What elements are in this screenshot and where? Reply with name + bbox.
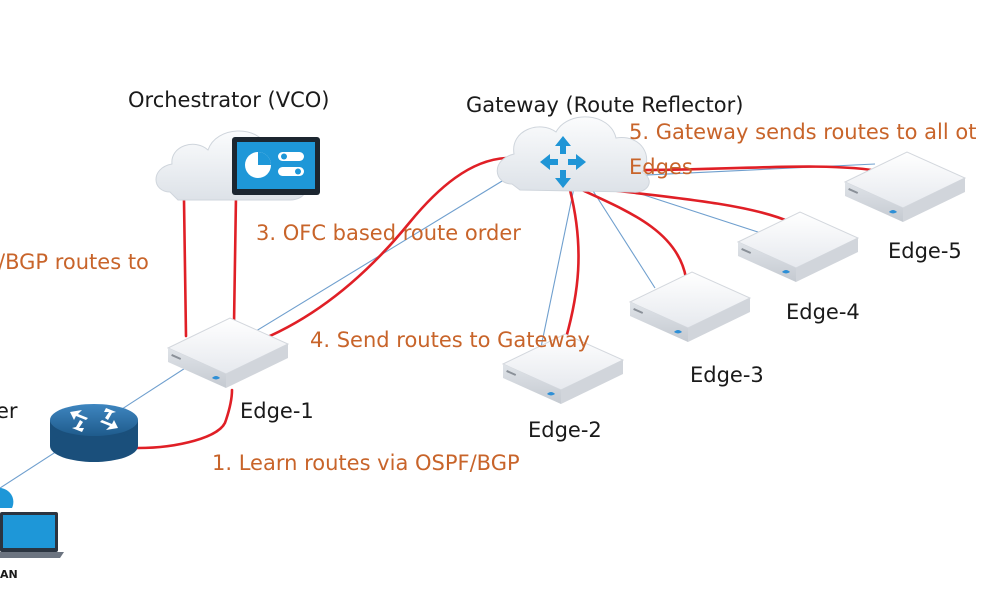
route-gateway-edge5 (603, 165, 887, 174)
route-gateway-edge4 (590, 186, 792, 224)
route-vco-edge1-a (182, 198, 188, 338)
laptop-icon (0, 512, 64, 558)
edge2-label: Edge-2 (528, 418, 602, 442)
step5-annotation-line1: 5. Gateway sends routes to all ot (629, 120, 976, 144)
edge4-device (737, 211, 859, 283)
route-vco-edge1-b (232, 194, 238, 326)
link-gateway-edge2 (539, 182, 576, 353)
edge3-label: Edge-3 (690, 363, 764, 387)
step5-annotation-line2: Edges (629, 155, 693, 179)
router-arrows-icon (70, 408, 118, 432)
edge3-device (629, 271, 751, 343)
link-edge1-gateway (237, 174, 513, 343)
step1-annotation: 1. Learn routes via OSPF/BGP (212, 451, 520, 475)
router-label: er (0, 399, 18, 423)
edge4-label: Edge-4 (786, 300, 860, 324)
edge1-label: Edge-1 (240, 399, 314, 423)
monitor-icon (232, 137, 320, 195)
cloud-icon (496, 116, 650, 193)
edge5-device (844, 151, 966, 223)
link-gateway-edge3 (587, 182, 656, 289)
router-arrows-icon (540, 136, 586, 188)
route-edge1-gateway (246, 156, 508, 347)
route-gateway-edge2 (564, 188, 580, 340)
orchestrator-label: Orchestrator (VCO) (128, 88, 330, 112)
step3-annotation: 3. OFC based route order (256, 221, 521, 245)
router-node (50, 404, 138, 462)
edge5-label: Edge-5 (888, 239, 962, 263)
step2-annotation: /BGP routes to (0, 250, 149, 274)
lan-label: AN (0, 568, 18, 581)
route-router-edge1 (136, 388, 234, 450)
gateway-node (496, 116, 650, 193)
route-lines (136, 156, 887, 450)
lan-circle-icon (0, 488, 14, 508)
lan-node (0, 488, 64, 558)
orchestrator-node (155, 130, 320, 201)
gateway-label: Gateway (Route Reflector) (466, 93, 743, 117)
route-gateway-edge3 (580, 188, 688, 280)
step4-annotation: 4. Send routes to Gateway (310, 328, 590, 352)
